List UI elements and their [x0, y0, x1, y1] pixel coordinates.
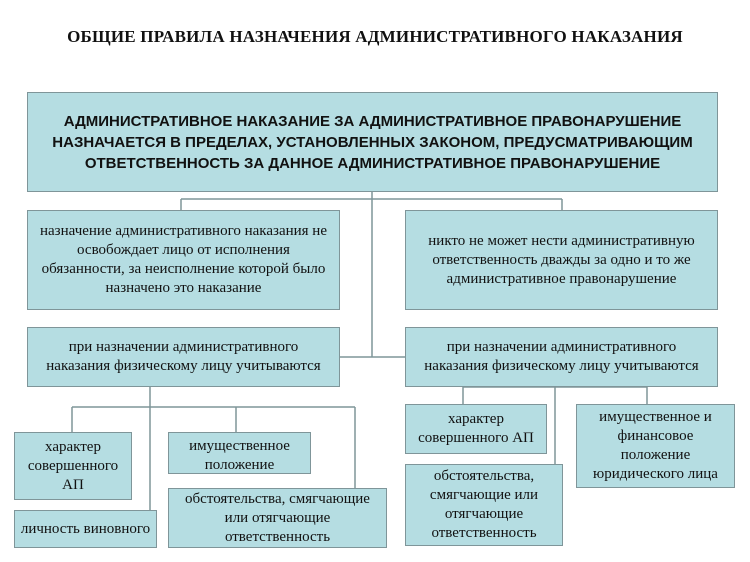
legal-item-circumstances-text: обстоятельства, смягчающие или отягчающи…	[429, 468, 539, 541]
rule-obligation-text: назначение административного наказания н…	[40, 223, 327, 296]
legal-item-property: имущественное и финансовое положение юри…	[576, 404, 735, 488]
legal-item-property-text: имущественное и финансовое положение юри…	[593, 409, 718, 482]
individual-heading-text: при назначении административного наказан…	[46, 339, 321, 374]
main-rule-box: АДМИНИСТРАТИВНОЕ НАКАЗАНИЕ ЗА АДМИНИСТРА…	[27, 92, 718, 192]
individual-item-character: характер совершенного АП	[14, 432, 132, 500]
individual-item-property-text: имущественное положение	[189, 438, 290, 473]
main-rule-text: АДМИНИСТРАТИВНОЕ НАКАЗАНИЕ ЗА АДМИНИСТРА…	[52, 112, 693, 172]
legal-entity-heading-box: при назначении административного наказан…	[405, 327, 718, 387]
rule-obligation-box: назначение административного наказания н…	[27, 210, 340, 310]
individual-heading-box: при назначении административного наказан…	[27, 327, 340, 387]
legal-item-circumstances: обстоятельства, смягчающие или отягчающи…	[405, 464, 563, 546]
individual-item-personality: личность виновного	[14, 510, 157, 548]
individual-item-property: имущественное положение	[168, 432, 311, 474]
individual-item-circumstances: обстоятельства, смягчающие или отягчающи…	[168, 488, 387, 548]
rule-no-double-box: никто не может нести административную от…	[405, 210, 718, 310]
rule-no-double-text: никто не может нести административную от…	[428, 232, 695, 287]
legal-item-character-text: характер совершенного АП	[418, 411, 534, 446]
individual-item-character-text: характер совершенного АП	[27, 438, 119, 493]
individual-item-circumstances-text: обстоятельства, смягчающие или отягчающи…	[185, 490, 370, 545]
legal-entity-heading-text: при назначении административного наказан…	[424, 339, 699, 374]
diagram-title: ОБЩИЕ ПРАВИЛА НАЗНАЧЕНИЯ АДМИНИСТРАТИВНО…	[67, 27, 683, 46]
legal-item-character: характер совершенного АП	[405, 404, 547, 454]
individual-item-personality-text: личность виновного	[20, 520, 151, 537]
